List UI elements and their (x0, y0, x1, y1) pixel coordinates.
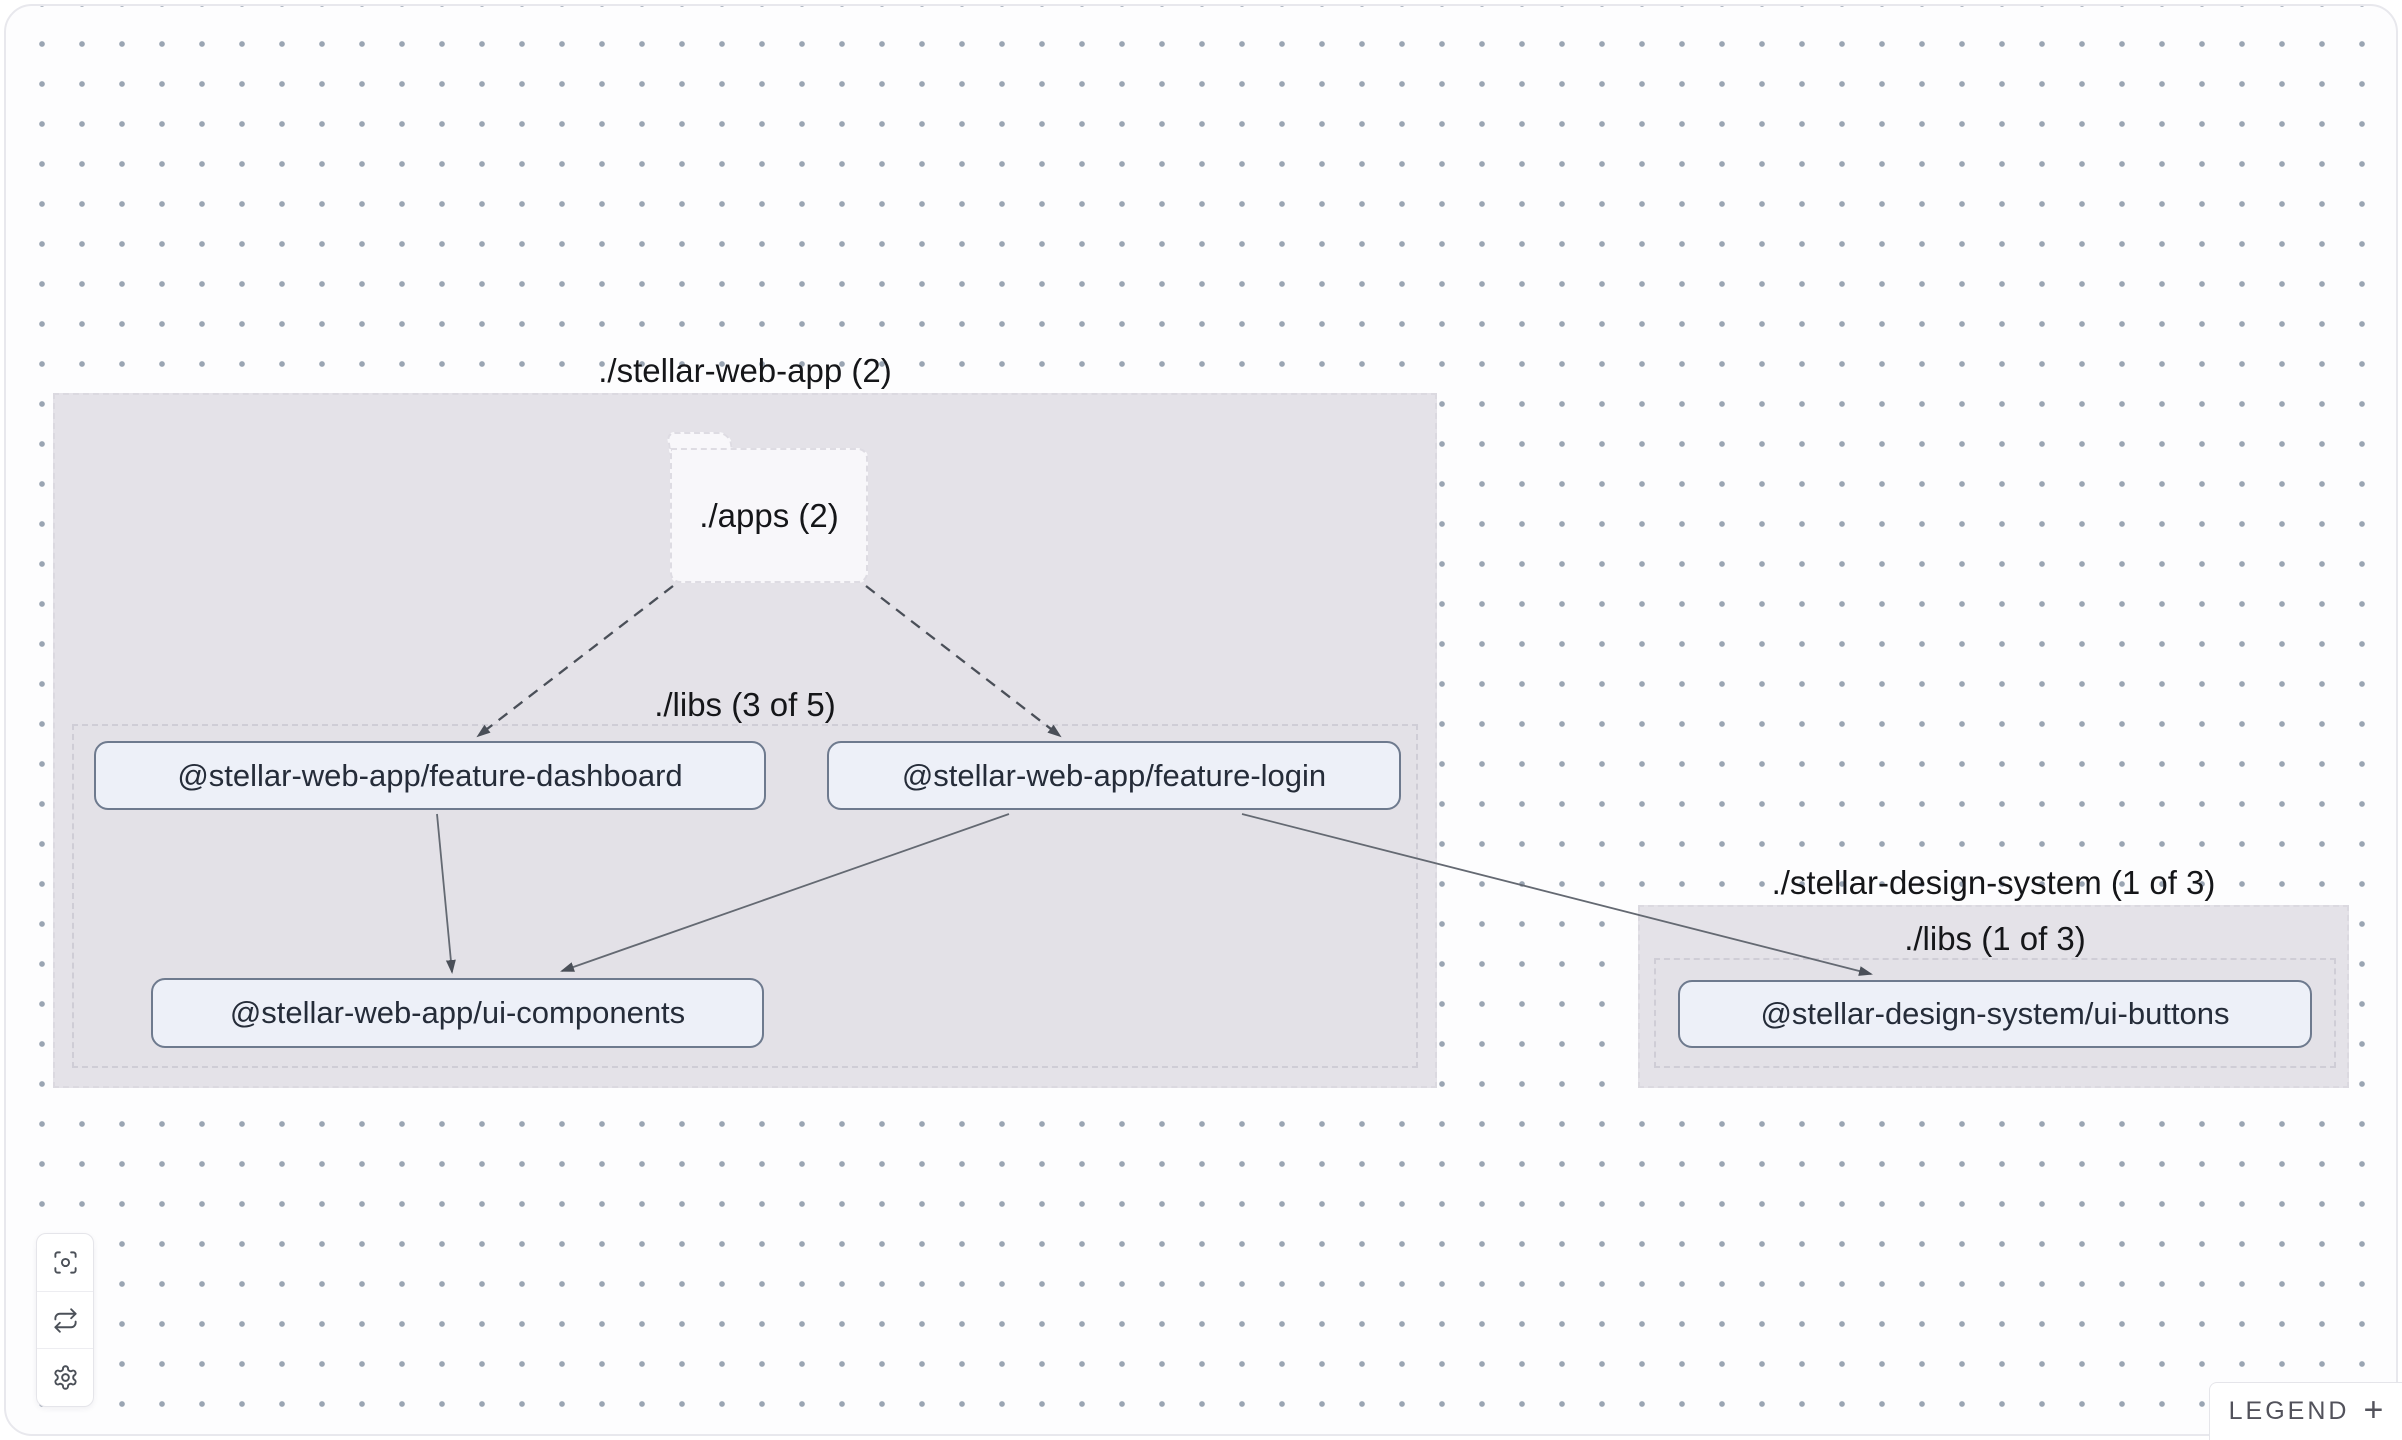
edge-feature-dashboard-to-ui-components[interactable] (436, 813, 456, 974)
legend-toggle-button[interactable]: LEGEND + (2209, 1382, 2402, 1440)
project-node-feature-login-label: @stellar-web-app/feature-login (901, 757, 1327, 793)
project-node-feature-dashboard[interactable]: @stellar-web-app/feature-dashboard (94, 741, 766, 810)
folder-node-apps-label: ./apps (2) (699, 496, 839, 534)
project-node-ui-components[interactable]: @stellar-web-app/ui-components (151, 978, 764, 1048)
refresh-graph-button[interactable] (37, 1290, 93, 1349)
project-node-ui-buttons-label: @stellar-design-system/ui-buttons (1760, 996, 2230, 1031)
legend-label: LEGEND (2228, 1397, 2350, 1425)
plus-icon: + (2363, 1391, 2384, 1429)
project-node-ui-components-label: @stellar-web-app/ui-components (229, 995, 686, 1030)
refresh-icon (53, 1307, 77, 1333)
folder-node-apps[interactable]: ./apps (2) (666, 432, 868, 583)
focus-view-button[interactable] (37, 1234, 93, 1291)
group-stellar-web-app: ./stellar-web-app (2) ./apps (2) ./libs … (53, 352, 1437, 1088)
edge-apps-to-feature-dashboard[interactable] (476, 585, 674, 738)
settings-button[interactable] (37, 1348, 93, 1406)
graph-toolbar (36, 1233, 94, 1407)
project-node-feature-login[interactable]: @stellar-web-app/feature-login (827, 741, 1401, 810)
group-stellar-design-system: ./stellar-design-system (1 of 3) ./libs … (1638, 864, 2349, 1088)
group-web-app-libs: ./libs (3 of 5) @stellar-web-app/feature… (72, 686, 1418, 1068)
project-node-feature-dashboard-label: @stellar-web-app/feature-dashboard (177, 757, 683, 793)
project-node-ui-buttons[interactable]: @stellar-design-system/ui-buttons (1678, 980, 2312, 1048)
gear-icon (53, 1365, 77, 1390)
group-design-system-libs-label: ./libs (1 of 3) (1904, 920, 2086, 957)
group-design-system-libs: ./libs (1 of 3) @stellar-design-system/u… (1654, 920, 2336, 1068)
edge-apps-to-feature-login[interactable] (865, 585, 1062, 738)
edge-feature-login-to-ui-components[interactable] (560, 813, 1010, 972)
edge-feature-login-to-ui-buttons[interactable] (1241, 813, 1873, 976)
focus-icon (53, 1251, 77, 1274)
group-web-app-libs-label: ./libs (3 of 5) (654, 686, 836, 723)
folder-body: ./apps (2) (670, 448, 868, 583)
